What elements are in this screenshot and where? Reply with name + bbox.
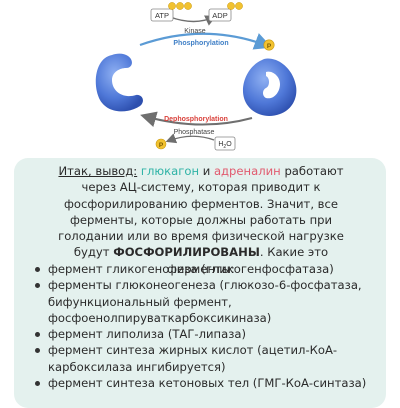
bullet-icon [35, 332, 40, 338]
conclusion-lead: Итак, вывод: [58, 164, 138, 178]
adp-box [208, 8, 232, 22]
glucagon-term: глюкагон [140, 164, 200, 178]
list-item: ферменты глюконеогенеза (глюкозо-6-фосфа… [32, 277, 372, 326]
adp-label: ADP [212, 11, 227, 20]
released-phosphate [155, 138, 167, 150]
atp-box [150, 8, 174, 22]
conclusion-paragraph: Итак, вывод: глюкагон и адреналин работа… [58, 164, 344, 276]
list-item: фермент гликогенолиза (гликогенфосфатаза… [32, 261, 372, 277]
atp-adp-arrow [169, 15, 217, 26]
list-item: фермент синтеза жирных кислот (ацетил-Ко… [32, 342, 372, 375]
attached-phosphate-label: P [267, 43, 272, 50]
list-item: фермент синтеза кетоновых тел (ГМГ-КоА-с… [32, 375, 372, 391]
phosphorylation-arrow [139, 32, 273, 50]
adp-phosphates [227, 2, 243, 10]
kinase-label: Kinase [184, 28, 206, 35]
dephosphorylation-label: Dephosphorylation [164, 116, 228, 123]
atp-phosphates [168, 2, 192, 10]
bullet-icon [35, 267, 40, 272]
protein-phosphorylated [242, 58, 297, 117]
phosphatase-arrow [165, 133, 215, 144]
enzyme-list: фермент гликогенолиза (гликогенфосфатаза… [32, 261, 372, 391]
dephosphorylation-arrow [140, 111, 253, 127]
adrenaline-term: адреналин [213, 164, 281, 178]
phosphorylation-label: Phosphorylation [173, 40, 228, 47]
list-item: фермент липолиза (ТАГ-липаза) [32, 326, 372, 342]
protein-unphosphorylated [95, 53, 143, 112]
attached-phosphate [263, 39, 275, 51]
phosphorylated-term: ФОСФОРИЛИРОВАНЫ [113, 245, 260, 260]
phosphorylation-diagram: ATP ADP Kinase Phosphorylation P Dephosp… [95, 2, 297, 151]
bullet-icon [35, 283, 40, 289]
atp-label: ATP [155, 11, 169, 20]
conclusion-card: Итак, вывод: глюкагон и адреналин работа… [14, 158, 386, 408]
released-phosphate-label: P [159, 142, 164, 149]
h2o-label: H2O [218, 141, 232, 150]
bullet-icon [35, 348, 40, 354]
h2o-box [214, 136, 236, 151]
phosphatase-label: Phosphatase [174, 129, 215, 136]
bullet-icon [35, 381, 40, 387]
